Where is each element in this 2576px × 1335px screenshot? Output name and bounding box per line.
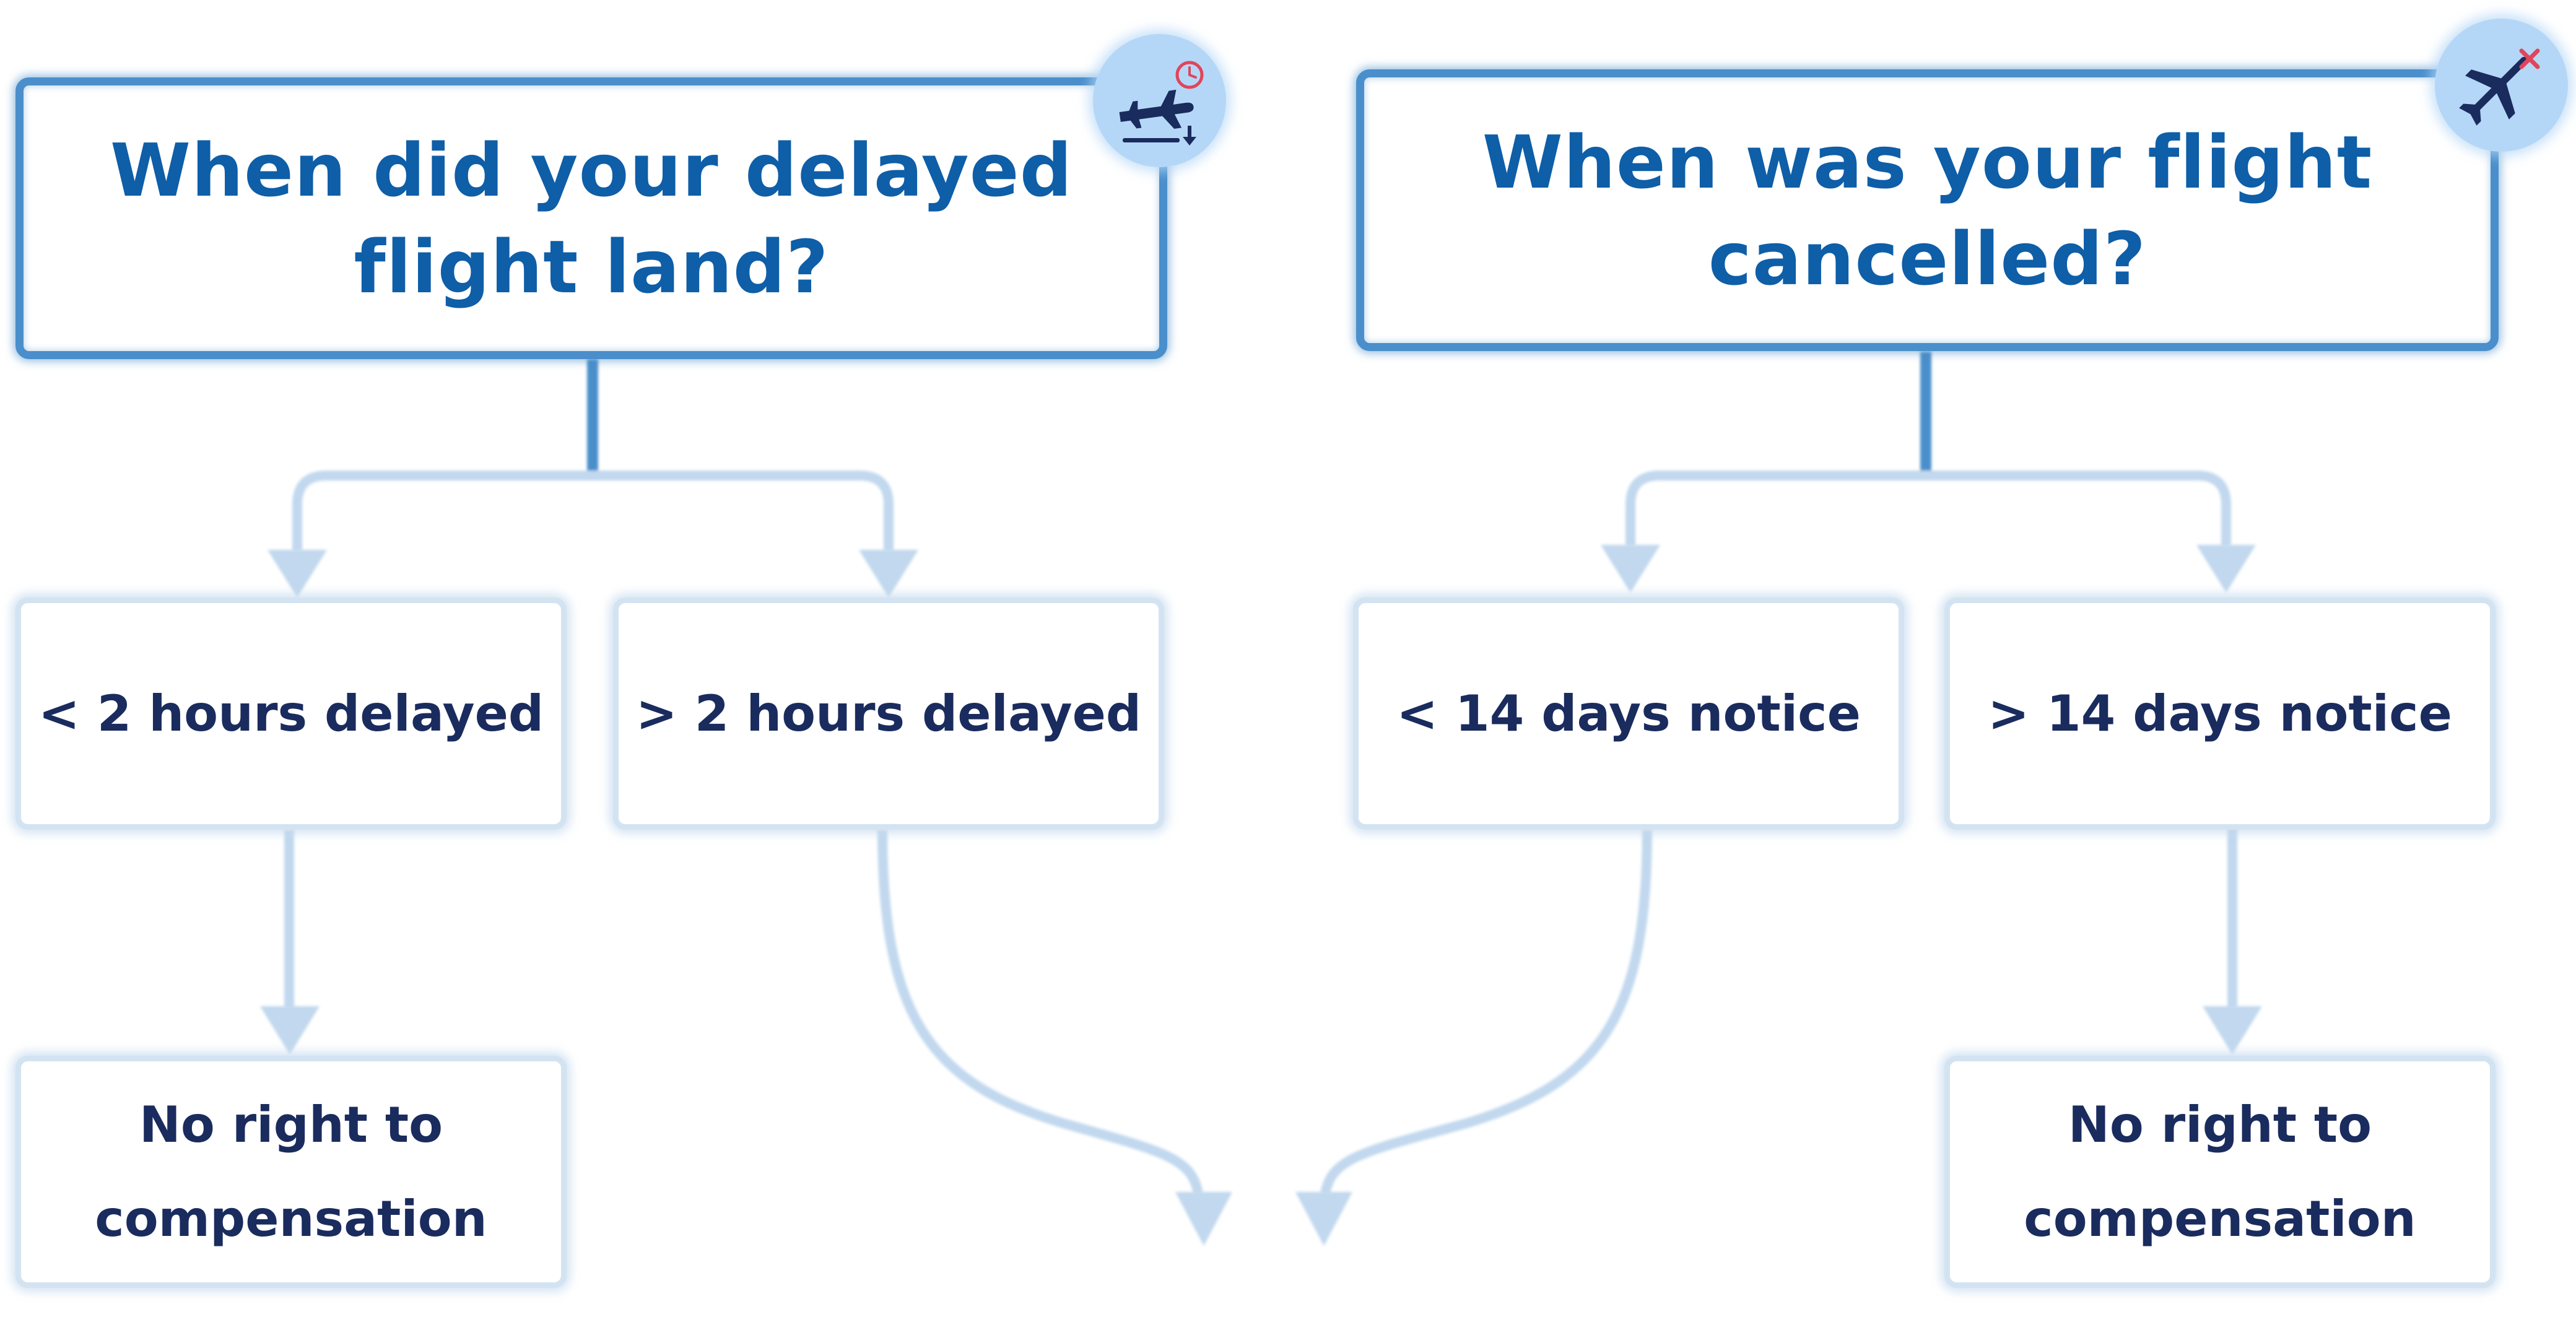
delay-no-compensation-text: No right to compensation (95, 1078, 487, 1266)
arrowhead (268, 550, 327, 598)
arrowhead (260, 1006, 320, 1055)
plane-cancelled-icon (2459, 48, 2540, 126)
delay-question-line1: When did your delayed (110, 127, 1073, 213)
cancel-result-line1: No right to (2068, 1095, 2372, 1154)
delay-split-connector (292, 471, 894, 551)
arrowhead (2196, 545, 2256, 593)
arrowhead (1601, 545, 1660, 593)
plane-landing-clock-icon (1119, 61, 1204, 146)
cancel-long-option: > 14 days notice (1944, 598, 2496, 830)
delay-long-option-label: > 2 hours delayed (635, 685, 1142, 742)
delay-long-option: > 2 hours delayed (613, 598, 1164, 830)
delay-no-compensation-box: No right to compensation (15, 1056, 567, 1288)
cancel-question-text: When was your flight cancelled? (1482, 114, 2373, 307)
cancel-short-option-label: < 14 days notice (1396, 685, 1861, 742)
cancel-question-box: When was your flight cancelled? (1356, 69, 2499, 351)
cancel-split-connector (1625, 471, 2231, 546)
delay-result-line1: No right to (139, 1095, 443, 1154)
delay-short-option: < 2 hours delayed (15, 598, 567, 830)
delay-short-option-label: < 2 hours delayed (38, 685, 544, 742)
cancel-no-compensation-box: No right to compensation (1944, 1056, 2496, 1288)
cancel-question-line2: cancelled? (1708, 215, 2147, 302)
delay-long-connector (877, 829, 1203, 1195)
arrowhead (2203, 1006, 2262, 1055)
cancel-short-option: < 14 days notice (1353, 598, 1904, 830)
delay-result-line2: compensation (95, 1189, 487, 1248)
cancel-no-compensation-text: No right to compensation (2024, 1078, 2416, 1266)
cancel-result-line2: compensation (2024, 1189, 2416, 1248)
arrowhead (1295, 1192, 1352, 1246)
cancel-question-line1: When was your flight (1482, 119, 2373, 205)
arrowhead (859, 550, 918, 598)
delay-question-line2: flight land? (354, 224, 829, 310)
arrowhead (1175, 1192, 1232, 1246)
plane-landing-clock-badge (1093, 34, 1226, 167)
cancel-short-connector (1320, 829, 1652, 1195)
plane-cancelled-badge (2435, 19, 2568, 152)
delay-question-box: When did your delayed flight land? (15, 77, 1167, 359)
delay-question-text: When did your delayed flight land? (110, 122, 1073, 315)
cancel-long-option-label: > 14 days notice (1988, 685, 2452, 742)
